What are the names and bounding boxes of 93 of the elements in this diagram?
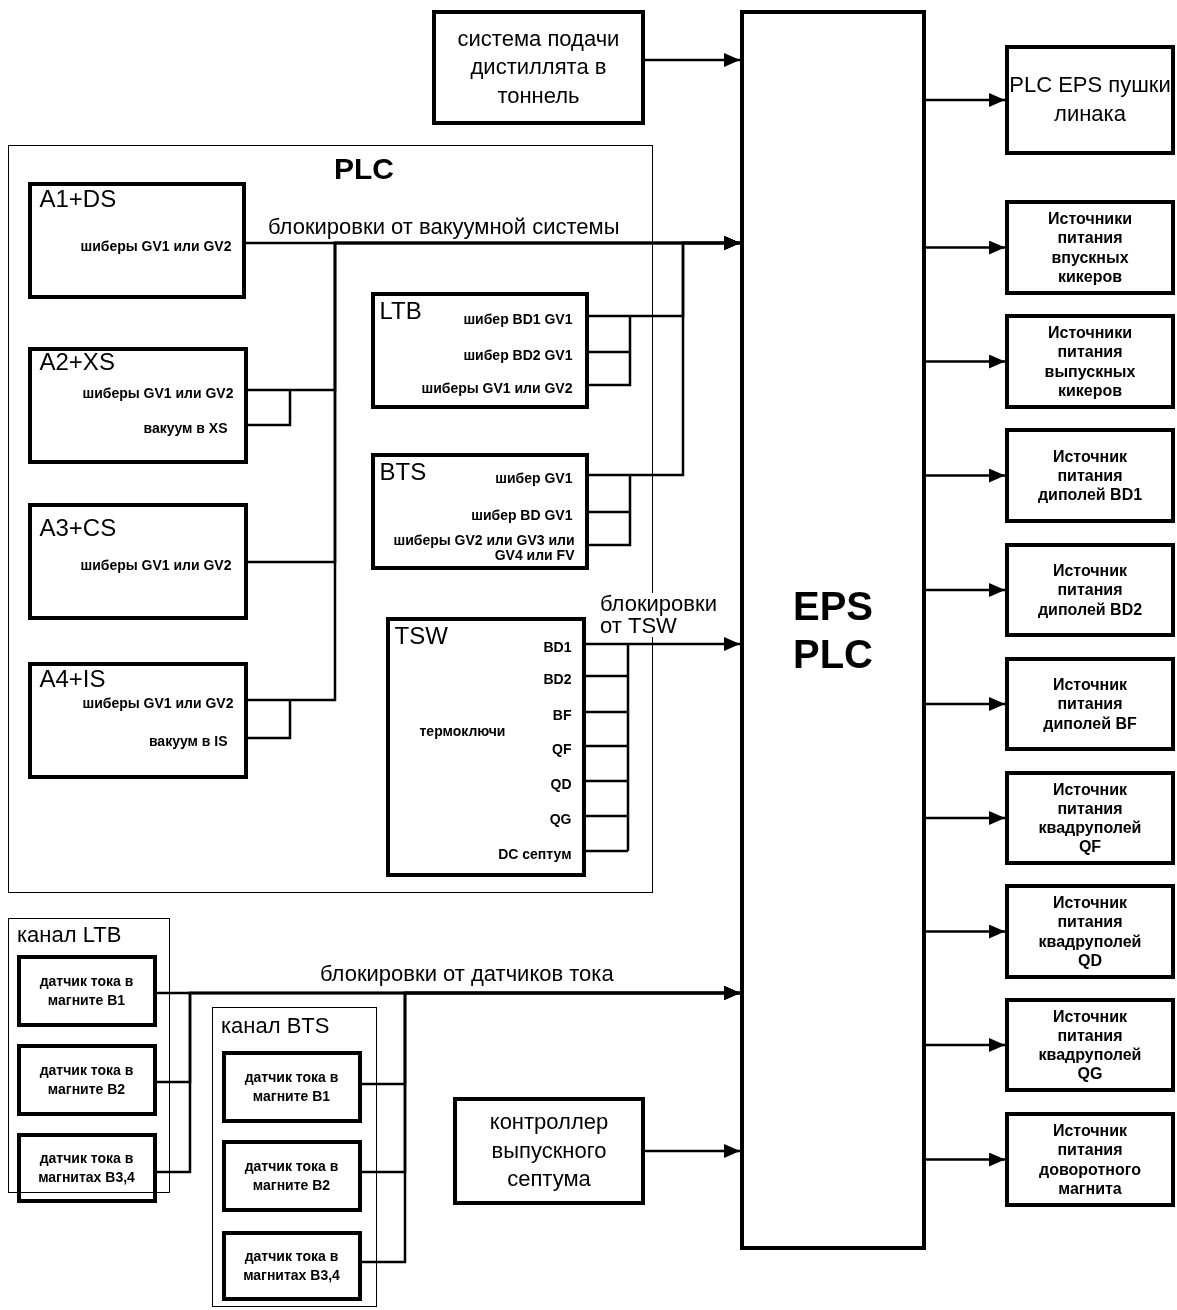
process-box — [1005, 1112, 1175, 1207]
box-label: датчик тока в магнитах B3,4 — [37, 1148, 136, 1187]
box-label: датчик тока в магните B1 — [243, 1067, 340, 1106]
process-box — [1005, 771, 1175, 865]
signal-label: BF — [552, 707, 572, 723]
box-title: A4+IS — [39, 665, 106, 692]
box-label: EPS PLC — [791, 583, 874, 678]
signal-label: термоключи — [419, 723, 506, 739]
process-box — [1005, 428, 1175, 523]
signal-label: шиберы GV1 или GV2 — [82, 695, 234, 711]
box-label: датчик тока в магнитах B3,4 — [242, 1246, 341, 1285]
process-box — [221, 1139, 362, 1212]
box-label: Источники питания выпускных кикеров — [1043, 323, 1137, 400]
arrow — [926, 697, 1005, 711]
process-box — [1005, 543, 1175, 637]
arrow — [645, 53, 740, 67]
signal-label: QF — [552, 741, 572, 757]
process-box — [1005, 884, 1175, 979]
edge-label: блокировки от вакуумной системы — [266, 216, 622, 238]
arrow — [645, 1144, 740, 1158]
process-box — [221, 1050, 362, 1123]
process-box — [16, 1132, 157, 1203]
group-title: канал BTS — [221, 1014, 330, 1039]
box-label: датчик тока в магните B2 — [243, 1156, 340, 1195]
box-label: Источник питания диполей BD2 — [1036, 561, 1144, 619]
box-label: датчик тока в магните B2 — [38, 1060, 135, 1099]
process-box — [221, 1230, 362, 1301]
box-label: контроллер выпускного септума — [488, 1108, 610, 1194]
signal-label: BD1 — [543, 639, 572, 655]
signal-label: QG — [549, 811, 572, 827]
signal-label: QD — [550, 776, 572, 792]
process-box — [1005, 45, 1175, 155]
box-label: Источник питания доворотного магнита — [1038, 1121, 1142, 1198]
process-box — [16, 954, 157, 1027]
box-label: система подачи дистиллята в тоннель — [456, 24, 621, 110]
box-title: A3+CS — [39, 514, 117, 541]
signal-label: шибер BD GV1 — [471, 507, 573, 523]
group-title: канал LTB — [17, 923, 122, 948]
signal-label: DC септум — [498, 846, 572, 862]
signal-label: шиберы GV2 или GV3 или GV4 или FV — [392, 532, 575, 563]
process-box — [453, 1097, 645, 1205]
box-title: A1+DS — [39, 185, 117, 212]
signal-label: шибер GV1 — [495, 470, 573, 486]
process-box — [1005, 998, 1175, 1092]
box-title: A2+XS — [39, 348, 115, 375]
signal-label: вакуум в XS — [143, 420, 228, 436]
signal-label: шиберы GV1 или GV2 — [80, 557, 232, 573]
arrow — [926, 468, 1005, 483]
arrow — [926, 583, 1005, 597]
arrow — [362, 986, 740, 1264]
controller-box — [740, 10, 926, 1250]
signal-label: шиберы GV1 или GV2 — [82, 385, 234, 401]
signal-label: вакуум в IS — [148, 733, 228, 749]
process-box — [432, 10, 645, 125]
box-label: датчик тока в магните B1 — [38, 971, 135, 1010]
arrow — [926, 1152, 1005, 1167]
process-box — [27, 181, 246, 299]
signal-label: шиберы GV1 или GV2 — [421, 380, 573, 396]
box-label: Источник питания квадруполей QD — [1037, 893, 1143, 970]
signal-label: шиберы GV1 или GV2 — [80, 238, 232, 254]
signal-label: шибер BD1 GV1 — [463, 311, 573, 327]
process-box — [1005, 657, 1175, 751]
box-title: TSW — [394, 622, 448, 649]
box-label: Источник питания квадруполей QF — [1037, 779, 1143, 857]
arrow — [926, 811, 1005, 825]
signal-label: шибер BD2 GV1 — [463, 347, 573, 363]
process-box — [370, 291, 589, 409]
group-title: PLC — [334, 152, 394, 185]
arrow — [926, 1038, 1005, 1052]
box-title: BTS — [379, 458, 427, 485]
arrow — [926, 354, 1005, 369]
box-label: Источник питания диполей BF — [1042, 675, 1138, 733]
box-label: PLC EPS пушки линака — [1009, 71, 1171, 128]
arrow — [586, 637, 740, 651]
process-box — [16, 1043, 157, 1116]
process-box — [27, 661, 248, 779]
box-title: LTB — [379, 297, 422, 324]
process-box — [385, 616, 586, 877]
process-box — [27, 346, 248, 464]
signal-label: BD2 — [543, 671, 572, 687]
box-label: Источник питания диполей BD1 — [1036, 446, 1144, 505]
arrow — [926, 240, 1005, 255]
process-box — [1005, 200, 1175, 295]
arrow — [926, 924, 1005, 939]
edge-label: блокировки от датчиков тока — [318, 963, 616, 985]
arrow — [589, 236, 740, 477]
process-box — [370, 452, 589, 570]
box-label: Источники питания впускных кикеров — [1047, 209, 1133, 286]
arrow — [926, 93, 1005, 107]
box-label: Источник питания квадруполей QG — [1037, 1006, 1143, 1084]
group-frame — [212, 1007, 377, 1307]
process-box — [1005, 314, 1175, 409]
process-box — [27, 502, 248, 620]
